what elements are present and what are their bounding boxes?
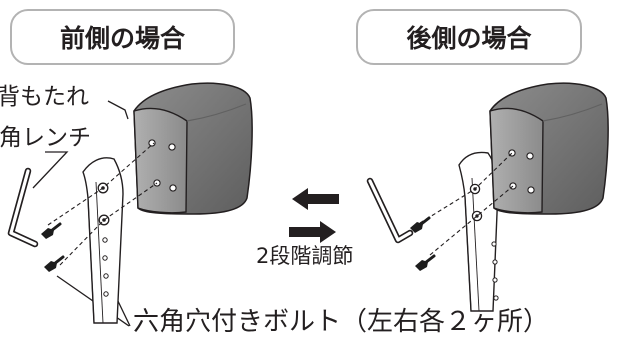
adjustment-arrows (289, 188, 339, 243)
rear-case-title: 後側の場合 (406, 24, 532, 53)
rear-mount-illustration (366, 82, 609, 312)
backrest-label: 背もたれ (0, 84, 89, 110)
hex-wrench-label: 角レンチ (0, 125, 91, 151)
backrest-cushion-rear (489, 82, 609, 215)
hex-wrench-rear (366, 177, 414, 244)
hex-wrench-front (7, 167, 39, 248)
alignment-lines-front (47, 142, 158, 266)
hex-socket-bolts-label: 六角穴付きボルト（左右各２ヶ所） (133, 307, 550, 337)
adjustment-steps-label: 2段階調節 (256, 244, 354, 268)
backrest-cushion-front (133, 82, 253, 215)
rear-case-title-box: 後側の場合 (356, 9, 582, 65)
hex-socket-bolt-rear-upper (410, 216, 431, 233)
front-case-title-box: 前側の場合 (10, 9, 235, 65)
backrest-leader-line (107, 100, 129, 120)
left-arrow-icon (292, 188, 339, 210)
hex-socket-bolt-rear-lower (415, 254, 436, 271)
hex-socket-bolt-front-upper (41, 222, 62, 239)
alignment-lines-rear (419, 152, 514, 256)
hex-socket-bolt-front-lower (44, 255, 65, 272)
front-mount-illustration (7, 82, 253, 327)
wrench-leader-line (32, 151, 69, 189)
frame-front (82, 157, 124, 324)
front-case-title: 前側の場合 (59, 24, 185, 53)
right-arrow-icon (289, 221, 336, 243)
